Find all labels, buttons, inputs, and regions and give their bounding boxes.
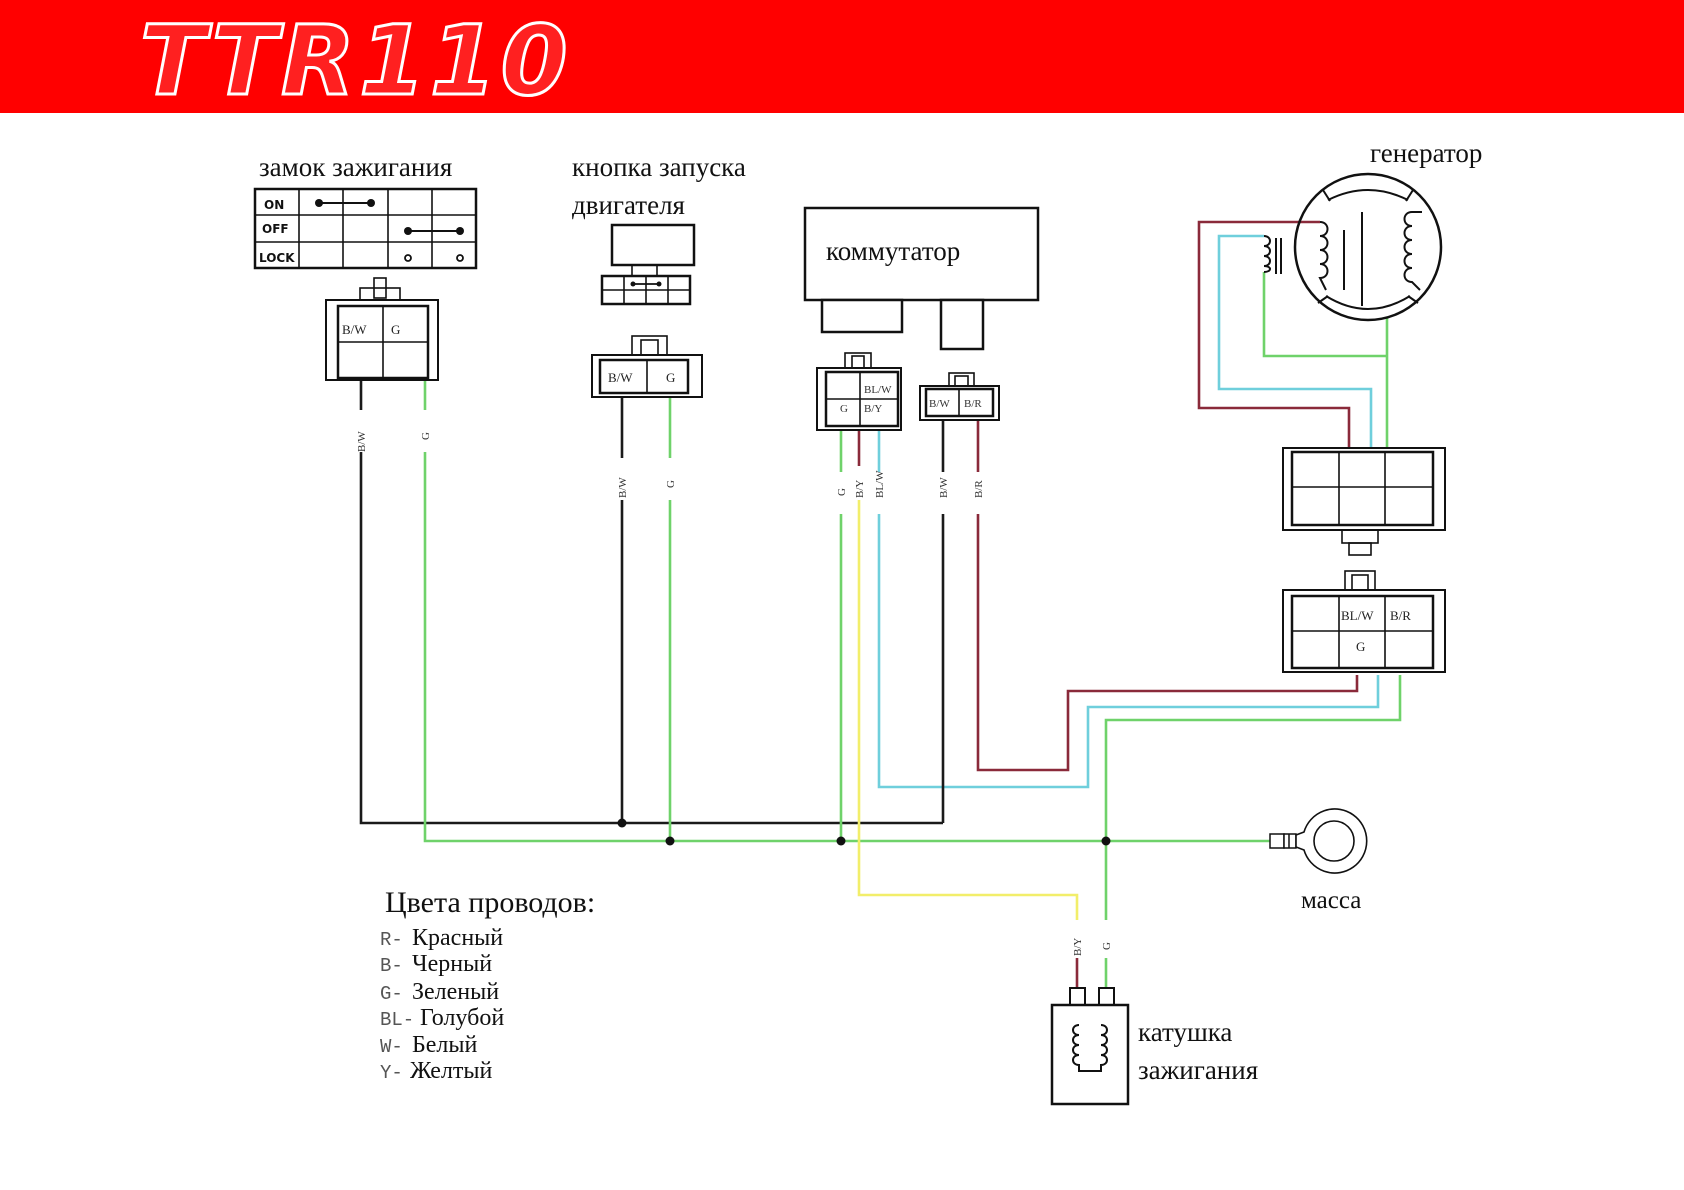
start-button: кнопка запуска двигателя B/W G B/W G [572,152,746,498]
pin-g: G [391,322,400,337]
wire-label-g: G [420,432,432,440]
junction-dot [836,836,846,846]
wire-label-g: G [665,480,677,488]
wire-label-bw: B/W [617,477,629,498]
logo-text: TTR110 [140,5,571,117]
legend-item: Y- Желтый [380,1058,493,1084]
wire-label-g: G [1101,942,1113,950]
wire-label-bw: B/W [356,431,368,452]
legend-title: Цвета проводов: [385,886,595,919]
wire-cdi-br [976,420,1359,772]
pin-g: G [666,370,675,385]
ignition-coil: катушка зажигания B/Y G [1050,938,1258,1106]
wire-label-br: B/R [973,480,985,498]
wire-label-bw: B/W [938,477,950,498]
cdi-unit: коммутатор BL/W G B/Y B/W B/R G B/Y BL/W… [803,206,1040,498]
svg-text:B-: B- [380,955,403,977]
pin-by: B/Y [864,403,882,415]
wire-gen-g [1104,675,1402,990]
svg-text:BL-: BL- [380,1009,414,1031]
svg-text:Голубой: Голубой [420,1005,504,1031]
wire-label-by: B/Y [854,480,866,498]
svg-text:Красный: Красный [412,925,503,951]
header-banner [0,0,1684,113]
svg-text:Черный: Черный [412,951,492,977]
ground-terminal: масса [1269,808,1368,914]
wire-label-blw: BL/W [874,470,886,498]
pin-g: G [1356,639,1365,654]
generator-stator-icon [1293,172,1443,322]
pin-g: G [840,403,848,415]
wire-switch-bw [359,380,943,825]
svg-text:W-: W- [380,1036,403,1058]
legend-item: B- Черный [380,951,492,977]
wire-gen-br [1197,220,1351,448]
start-button-label-1: кнопка запуска [572,152,746,182]
svg-text:R-: R- [380,929,403,951]
start-button-label-2: двигателя [572,190,685,220]
wires [359,220,1402,990]
wire-label-by: B/Y [1072,938,1084,956]
pin-bw: B/W [342,322,367,337]
start-button-connector: B/W G [591,335,703,398]
junction-dot [665,836,675,846]
wire-color-legend: Цвета проводов: R- Красный B- Черный G- … [380,886,595,1084]
pin-bw: B/W [608,370,633,385]
wire-cdi-by-yellow [857,500,1079,920]
coil-winding-icon [1318,221,1329,291]
pin-bw: B/W [929,398,950,410]
coil-label-2: зажигания [1138,1055,1258,1085]
pulser-coil-icon [1263,235,1271,273]
coil-winding-icon [1072,1024,1108,1072]
legend-item: BL- Голубой [380,1005,504,1031]
wire-gen-g-internal [1262,272,1389,448]
pin-blw: BL/W [1341,608,1374,623]
legend-item: W- Белый [380,1032,478,1058]
coil-winding-icon [1403,211,1422,291]
switch-row-on: ON [264,198,284,212]
wire-gen-blw [1217,234,1373,448]
ground-label: масса [1301,887,1361,914]
wire-label-g: G [836,488,848,496]
generator: генератор [1263,138,1482,673]
pin-br: B/R [964,398,982,410]
junction-dot [1101,836,1111,846]
svg-text:Y-: Y- [380,1062,403,1084]
svg-text:Белый: Белый [412,1032,478,1058]
legend-item: R- Красный [380,925,503,951]
junctions [617,818,1111,846]
pin-blw: BL/W [864,384,892,396]
cdi-connector-2: B/W B/R [919,372,1000,421]
generator-connector-male [1282,447,1446,556]
wire-cdi-blw [877,430,1380,789]
pin-br: B/R [1390,608,1411,623]
coil-label-1: катушка [1138,1017,1232,1047]
generator-connector-female: BL/W B/R G [1282,570,1446,673]
switch-row-off: OFF [262,222,289,236]
junction-dot [617,818,627,828]
cdi-label: коммутатор [826,236,960,266]
ignition-switch: замок зажигания ON OFF LOCK B/W G B/W G [253,152,478,452]
cdi-connector-1: BL/W G B/Y [816,352,902,431]
switch-row-lock: LOCK [259,251,295,265]
ignition-switch-connector: B/W G [325,277,439,381]
generator-label: генератор [1370,138,1482,168]
legend-item: G- Зеленый [380,979,499,1005]
svg-text:Зеленый: Зеленый [412,979,499,1005]
ignition-switch-label: замок зажигания [259,152,452,182]
wire-switch-g [423,380,1270,843]
logo: TTR110 [139,4,571,119]
svg-text:Желтый: Желтый [410,1058,493,1084]
svg-text:G-: G- [380,983,403,1005]
